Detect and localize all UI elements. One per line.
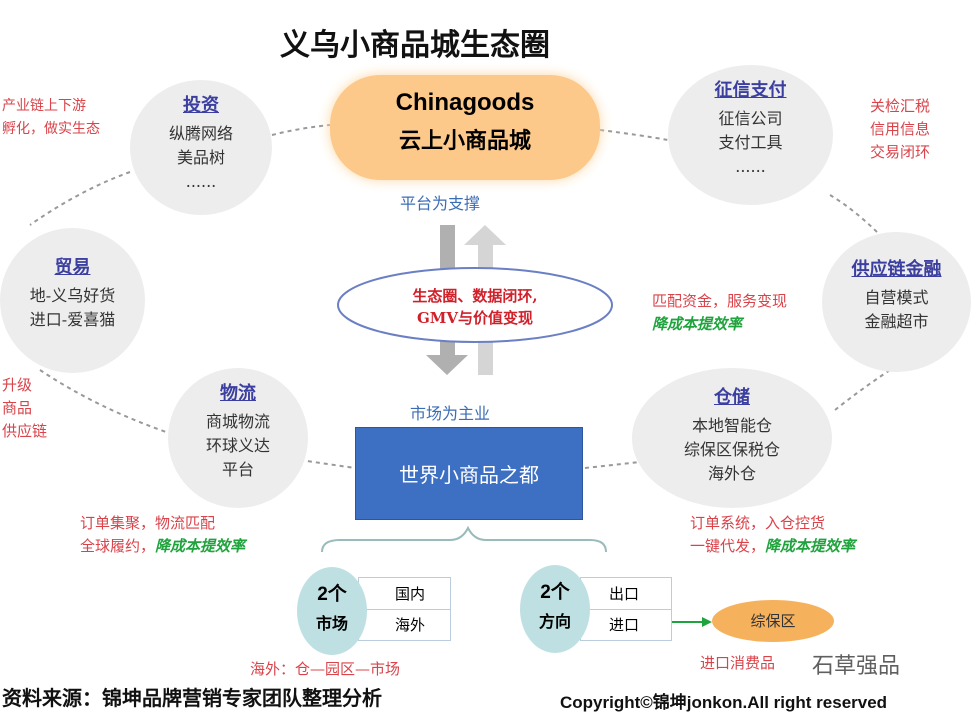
node-item: ...... bbox=[185, 172, 217, 191]
note-line-green: 降成本提效率 bbox=[765, 537, 856, 555]
node-item: 海外仓 bbox=[707, 464, 756, 483]
node-item: 环球义达 bbox=[205, 436, 270, 455]
market-item: 海外 bbox=[395, 616, 426, 634]
badge-label: 方向 bbox=[538, 612, 571, 631]
note-line: 订单系统，入仓控货 bbox=[690, 514, 826, 532]
arrow-icon bbox=[702, 617, 712, 627]
platform-label: 平台为支撑 bbox=[400, 194, 481, 213]
node-title: 仓储 bbox=[714, 387, 750, 408]
note-line-green: 降成本提效率 bbox=[652, 315, 743, 333]
direction-item: 出口 bbox=[581, 578, 671, 610]
node-logistics: 物流 商城物流 环球义达 平台 bbox=[168, 368, 308, 508]
node-trade: 贸易 地-义乌好货 进口-爱喜猫 bbox=[0, 228, 145, 373]
note-line-green: 降成本提效率 bbox=[155, 537, 246, 555]
note-line: 供应链 bbox=[2, 422, 48, 440]
center-ellipse bbox=[337, 267, 613, 343]
cloud-line2: 云上小商品城 bbox=[398, 128, 531, 154]
market-item: 国内 bbox=[359, 578, 450, 610]
market-label: 市场为主业 bbox=[410, 404, 491, 423]
node-title: 投资 bbox=[183, 95, 219, 116]
main-box: 世界小商品之都 bbox=[355, 427, 583, 520]
watermark: 石草强品 bbox=[812, 654, 901, 679]
note-line: 一键代发， bbox=[690, 537, 766, 555]
node-item: 自营模式 bbox=[864, 288, 929, 307]
source-text: 资料来源：锦坤品牌营销专家团队整理分析 bbox=[2, 686, 382, 710]
note-logistics: 订单集聚，物流匹配 全球履约，降成本提效率 bbox=[80, 512, 245, 558]
node-item: 地-义乌好货 bbox=[29, 286, 116, 305]
note-line: 孵化，做实生态 bbox=[2, 121, 100, 137]
note-line: 交易闭环 bbox=[870, 143, 931, 161]
badge-number: 2个 bbox=[317, 584, 347, 605]
node-item: 综保区保税仓 bbox=[683, 440, 780, 459]
node-title: 贸易 bbox=[54, 257, 91, 278]
node-item: 纵腾网络 bbox=[168, 124, 233, 143]
node-item: 本地智能仓 bbox=[691, 416, 772, 435]
node-title: 征信支付 bbox=[714, 80, 787, 101]
node-item: 征信公司 bbox=[718, 109, 783, 128]
note-supply: 匹配资金，服务变现 降成本提效率 bbox=[652, 290, 787, 336]
copyright-text: Copyright©锦坤jonkon.All right reserved bbox=[560, 693, 888, 712]
node-item: 金融超市 bbox=[864, 312, 929, 331]
brace bbox=[321, 525, 607, 553]
node-storage: 仓储 本地智能仓 综保区保税仓 海外仓 bbox=[632, 368, 832, 508]
node-invest: 投资 纵腾网络 美品树 ...... bbox=[130, 80, 272, 215]
direction-item: 进口 bbox=[609, 616, 640, 634]
markets-badge: 2个 市场 bbox=[297, 567, 367, 655]
center-ellipse-text: 生态圈、数据闭环, GMV与价值变现 bbox=[338, 285, 612, 329]
cloud-chinagoods: Chinagoods 云上小商品城 bbox=[330, 75, 600, 180]
cloud-line1: Chinagoods bbox=[395, 89, 535, 116]
note-line: 商品 bbox=[2, 399, 33, 417]
note-credit: 关检汇税 信用信息 交易闭环 bbox=[870, 95, 930, 164]
node-title: 物流 bbox=[220, 383, 256, 404]
node-item: 商城物流 bbox=[205, 412, 270, 431]
note-directions: 进口消费品 bbox=[700, 654, 776, 672]
note-line: 全球履约， bbox=[80, 537, 156, 555]
directions-badge: 2个 方向 bbox=[520, 565, 590, 653]
note-invest: 产业链上下游 孵化，做实生态 bbox=[2, 95, 100, 141]
node-title: 供应链金融 bbox=[851, 259, 942, 280]
note-line: 订单集聚，物流匹配 bbox=[80, 514, 216, 532]
node-item: 支付工具 bbox=[718, 133, 783, 152]
node-credit: 征信支付 征信公司 支付工具 ...... bbox=[668, 65, 833, 205]
note-line: 升级 bbox=[2, 376, 33, 394]
note-markets: 海外：仓—园区—市场 bbox=[250, 660, 401, 678]
bonded-zone-ellipse: 综保区 bbox=[712, 600, 834, 642]
badge-number: 2个 bbox=[540, 582, 570, 603]
note-line: 信用信息 bbox=[870, 120, 931, 138]
node-item: 平台 bbox=[221, 460, 254, 479]
note-storage: 订单系统，入仓控货 一键代发，降成本提效率 bbox=[690, 512, 855, 558]
ellipse-line1: 生态圈、数据闭环, bbox=[412, 287, 538, 305]
markets-list: 国内 海外 bbox=[358, 577, 451, 641]
note-trade: 升级 商品 供应链 bbox=[2, 374, 47, 443]
note-line: 关检汇税 bbox=[870, 97, 931, 115]
note-line: 匹配资金，服务变现 bbox=[652, 292, 788, 310]
note-line: 产业链上下游 bbox=[2, 98, 86, 114]
node-item: ...... bbox=[735, 157, 766, 176]
node-supply-finance: 供应链金融 自营模式 金融超市 bbox=[822, 232, 971, 372]
node-item: 进口-爱喜猫 bbox=[29, 310, 116, 329]
ellipse-line2: GMV与价值变现 bbox=[416, 309, 534, 327]
directions-list: 出口 进口 bbox=[580, 577, 672, 641]
node-item: 美品树 bbox=[176, 148, 225, 167]
badge-label: 市场 bbox=[315, 614, 348, 633]
page-title: 义乌小商品城生态圈 bbox=[280, 28, 550, 63]
